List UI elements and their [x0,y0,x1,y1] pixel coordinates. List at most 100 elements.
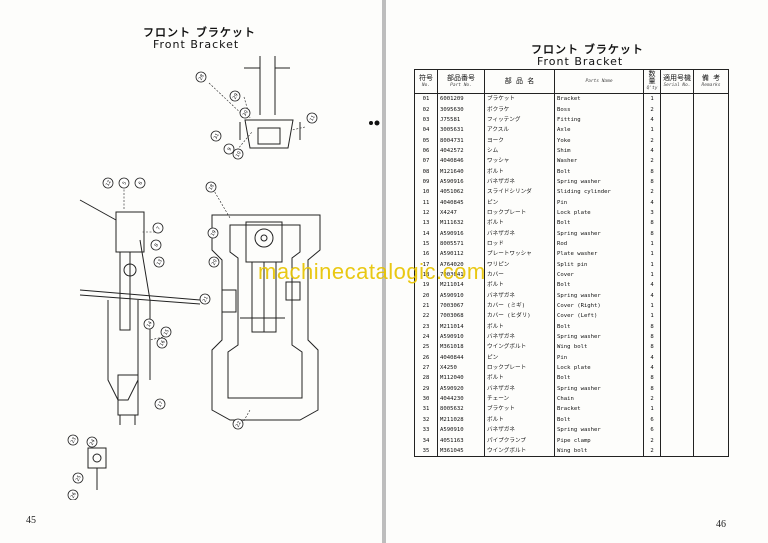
cell-qty: 8 [643,342,661,353]
cell-qty: 4 [643,114,661,126]
cell-serial [660,207,694,219]
cell-name-en: Bracket [554,404,644,415]
cell-qty: 8 [643,166,661,177]
cell-remarks [693,197,729,208]
cell-serial [660,425,694,436]
cell-name-jp: ピン [484,197,555,208]
callout-label: 24 [89,438,97,446]
cell-qty: 8 [643,373,661,384]
cell-remarks [693,280,729,291]
cell-name-jp: アクスル [484,125,555,136]
cell-part-no: 8005571 [437,238,485,250]
cell-name-en: Bolt [554,280,644,291]
cell-name-en: Lock plate [554,207,644,219]
cell-name-en: Pin [554,197,644,208]
callout-label: 22 [235,420,243,428]
callout-balloon [195,71,207,83]
right-page-number: 46 [716,519,726,530]
left-title-jp: フロント ブラケット [143,26,256,39]
callout-label: 10 [235,150,243,158]
cell-serial [660,187,694,198]
cell-part-no: A590916 [437,176,485,188]
cell-name-jp: ボルト [484,218,555,229]
cell-qty: 4 [643,362,661,374]
cell-name-jp: ボルト [484,373,555,384]
cell-no: 11 [414,197,438,208]
cell-serial [660,218,694,229]
cell-serial [660,414,694,425]
cell-no: 22 [414,311,438,322]
cell-part-no: 4040846 [437,156,485,167]
cell-remarks [693,104,729,115]
cell-qty: 3 [643,207,661,219]
cell-qty: 2 [643,393,661,405]
callout-balloon [154,398,166,410]
cell-name-jp: チェーン [484,393,555,405]
cell-no: 33 [414,425,438,436]
cell-no: 35 [414,445,438,458]
cell-name-en: Axle [554,125,644,136]
cell-no: 20 [414,290,438,301]
cell-remarks [693,228,729,239]
callout-label: 9 [226,147,233,153]
cell-qty: 8 [643,176,661,188]
callout-label: 7 [155,226,162,232]
cell-remarks [693,156,729,167]
callout-label: 30 [242,109,250,117]
cell-part-no: X4247 [437,207,485,219]
callout-label: 18 [208,183,216,191]
cell-no: 24 [414,331,438,343]
cell-name-jp: カバー (ヒダリ) [484,311,555,322]
cell-name-en: Shim [554,145,644,157]
cell-qty: 6 [643,425,661,436]
cell-serial [660,259,694,270]
cell-name-en: Bolt [554,218,644,229]
cell-no: 27 [414,362,438,374]
cell-remarks [693,290,729,301]
cell-name-en: Bolt [554,373,644,384]
cell-no: 04 [414,125,438,136]
cell-serial [660,352,694,363]
callout-balloon [118,177,130,189]
cell-name-jp: ボルト [484,280,555,291]
cell-name-en: Lock plate [554,362,644,374]
cell-serial [660,311,694,322]
cell-no: 09 [414,176,438,188]
header-part-name-en: Parts Name [554,69,644,94]
cell-remarks [693,414,729,425]
cell-part-no: M121640 [437,166,485,177]
callout-label: 8 [153,243,160,249]
cell-no: 03 [414,114,438,126]
cell-qty: 1 [643,93,661,105]
cell-qty: 2 [643,156,661,167]
cell-no: 34 [414,435,438,446]
cell-part-no: J75581 [437,114,485,126]
callout-label: 26 [70,491,78,499]
cell-no: 21 [414,300,438,312]
cell-part-no: 4044230 [437,393,485,405]
cell-remarks [693,145,729,157]
cell-remarks [693,187,729,198]
callout-balloon [153,256,165,268]
scan-mark [368,112,382,126]
callout-balloon [207,227,219,239]
cell-name-jp: パイプクランプ [484,435,555,446]
cell-remarks [693,238,729,250]
cell-serial [660,249,694,260]
watermark: machinecatalogic.com [258,259,486,284]
cell-name-en: Yoke [554,135,644,146]
